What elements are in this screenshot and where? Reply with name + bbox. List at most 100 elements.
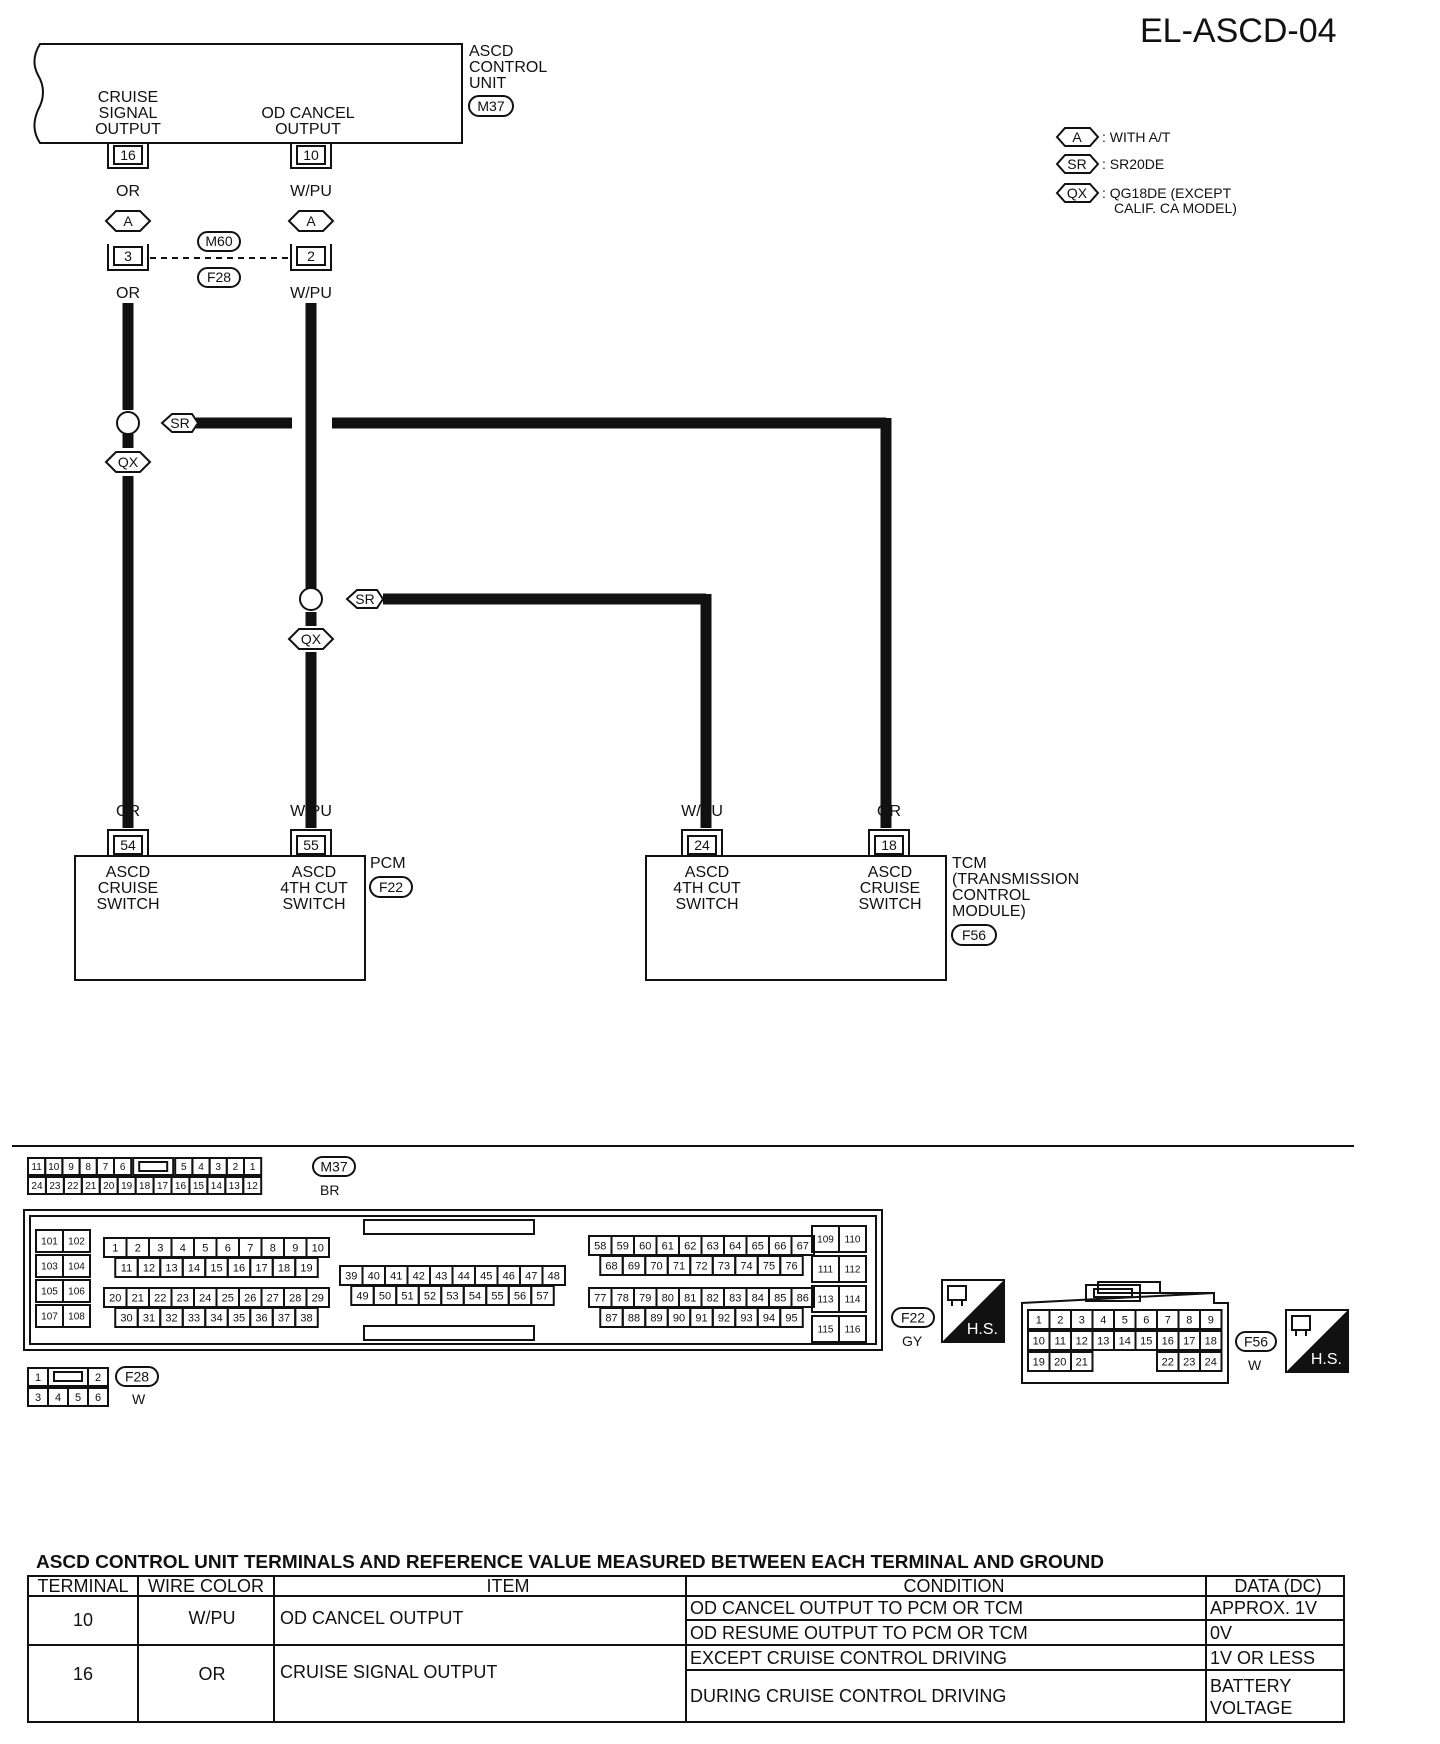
- f56-color: W: [1248, 1357, 1262, 1373]
- f22-pin-36-label: 36: [255, 1312, 267, 1324]
- m37-pin-12-label: 12: [247, 1181, 259, 1192]
- row-2-wire-color: OR: [199, 1664, 226, 1684]
- f56-pin-18-label: 18: [1205, 1335, 1217, 1347]
- joint-connector: 3 2 M60 F28: [107, 231, 332, 288]
- f56-pin-19-label: 19: [1033, 1356, 1045, 1368]
- branch-right-sr: SR: [355, 591, 374, 607]
- f22-pin-25-label: 25: [222, 1292, 234, 1304]
- page-title: EL-ASCD-04: [1140, 12, 1337, 50]
- legend-item-sr: SR : SR20DE: [1055, 154, 1164, 174]
- f22-pin-105-label: 105: [41, 1287, 58, 1298]
- f22-pin-27-label: 27: [267, 1292, 279, 1304]
- f22-pin-34-label: 34: [210, 1312, 222, 1324]
- ascd-control-unit: ASCD CONTROL UNIT M37 CRUISE SIGNAL OUTP…: [33, 43, 547, 144]
- f22-pin-63-label: 63: [707, 1240, 719, 1252]
- branch-left: SR QX: [104, 411, 200, 473]
- f22-pin-24-label: 24: [199, 1292, 211, 1304]
- legend-code-a: A: [1072, 129, 1082, 145]
- table-header-data: DATA (DC): [1234, 1576, 1321, 1596]
- f22-pin-9-label: 9: [292, 1242, 298, 1254]
- pcm-connector-code: F22: [379, 879, 403, 895]
- m37-pin-3-label: 3: [215, 1162, 221, 1173]
- f22-pin-108-label: 108: [68, 1312, 85, 1323]
- f56-pin-9-label: 9: [1208, 1314, 1214, 1326]
- f56-pin-4-label: 4: [1100, 1314, 1106, 1326]
- f22-pin-109-label: 109: [817, 1235, 834, 1246]
- tcm-pin-24-label-2: 4TH CUT: [673, 880, 741, 897]
- f22-pin-32-label: 32: [165, 1312, 177, 1324]
- m37-pin-15-label: 15: [193, 1181, 205, 1192]
- f22-pin-35-label: 35: [233, 1312, 245, 1324]
- f28-code: [115, 1366, 159, 1387]
- f22-pin-77-label: 77: [594, 1292, 606, 1304]
- m37-pin-9-label: 9: [68, 1162, 74, 1173]
- joint-connector-bottom: F28: [207, 269, 231, 285]
- f22-pin-52-label: 52: [424, 1290, 436, 1302]
- f22-pin-19-label: 19: [300, 1262, 312, 1274]
- f22-pin-45-label: 45: [480, 1270, 492, 1282]
- f56-pin-13-label: 13: [1097, 1335, 1109, 1347]
- f22-pin-76-label: 76: [785, 1260, 797, 1272]
- m37-pin-24-label: 24: [31, 1181, 43, 1192]
- f28-pin-2-label: 2: [95, 1372, 101, 1384]
- f56-code-label: F56: [1244, 1334, 1268, 1350]
- f22-pin-81-label: 81: [684, 1292, 696, 1304]
- f56-pin-2-label: 2: [1057, 1314, 1063, 1326]
- f22-pin-115-label: 115: [818, 1325, 834, 1336]
- legend: A : WITH A/T SR : SR20DE QX : QG18DE (EX…: [1055, 127, 1237, 216]
- tcm-pin-24-number: 24: [694, 837, 710, 853]
- ascd-terminal-10: 10: [290, 143, 332, 169]
- wires: [122, 303, 892, 828]
- f22-housing: [23, 1209, 883, 1351]
- branch-left-qx: QX: [118, 454, 139, 470]
- f22-pin-55-label: 55: [491, 1290, 503, 1302]
- f22-housing-inner: [29, 1215, 877, 1345]
- branch-right-qx: QX: [301, 631, 322, 647]
- f22-pin-69-label: 69: [628, 1260, 640, 1272]
- pcm-pin-54-label-2: CRUISE: [98, 880, 158, 897]
- f22-pin-44-label: 44: [458, 1270, 470, 1282]
- f22-pin-58-label: 58: [594, 1240, 606, 1252]
- f22-pin-70-label: 70: [650, 1260, 662, 1272]
- option-a-right-code: A: [306, 213, 316, 229]
- f22-pin-8-label: 8: [270, 1242, 276, 1254]
- f28-pin-3-label: 3: [35, 1392, 41, 1404]
- f56-pin-22-label: 22: [1162, 1356, 1174, 1368]
- legend-code-qx: QX: [1067, 185, 1088, 201]
- m37-pin-16-label: 16: [175, 1181, 187, 1192]
- f22-pin-22-label: 22: [154, 1292, 166, 1304]
- f56-pin-21-label: 21: [1076, 1356, 1088, 1368]
- f22-pin-82-label: 82: [707, 1292, 719, 1304]
- m37-pin-17-label: 17: [157, 1181, 169, 1192]
- joint-pin-left: 3: [124, 248, 132, 264]
- f22-pin-40-label: 40: [368, 1270, 380, 1282]
- m37-code-label: M37: [320, 1159, 347, 1175]
- m37-pin-18-label: 18: [139, 1181, 151, 1192]
- row-2-data-2a: BATTERY: [1210, 1676, 1291, 1696]
- m37-pin-7-label: 7: [103, 1162, 109, 1173]
- f22-pin-31-label: 31: [143, 1312, 155, 1324]
- f22-pin-2-label: 2: [135, 1242, 141, 1254]
- row-1-condition-2: OD RESUME OUTPUT TO PCM OR TCM: [690, 1623, 1028, 1643]
- f56-pin-5-label: 5: [1122, 1314, 1128, 1326]
- f22-key-bottom: [363, 1325, 535, 1341]
- f22-pin-20-label: 20: [109, 1292, 121, 1304]
- tcm-pin-18-number: 18: [881, 837, 897, 853]
- ascd-pin-10-label-1: OD CANCEL: [261, 105, 354, 122]
- f22-key-top: [363, 1219, 535, 1235]
- f56-lock-slot: [1093, 1288, 1133, 1298]
- f22-pin-4-label: 4: [180, 1242, 186, 1254]
- tcm-pin-18-label-1: ASCD: [868, 864, 912, 881]
- pcm-unit: 54 55 ASCD CRUISE SWITCH ASCD 4TH CUT SW…: [74, 829, 413, 981]
- f22-code-label: F22: [901, 1310, 925, 1326]
- table-header-condition: CONDITION: [904, 1576, 1005, 1596]
- f22-pin-16-label: 16: [233, 1262, 245, 1274]
- ascd-pin-16-label-3: OUTPUT: [95, 121, 161, 138]
- row-1-condition-1: OD CANCEL OUTPUT TO PCM OR TCM: [690, 1598, 1023, 1618]
- terminal-table: ASCD CONTROL UNIT TERMINALS AND REFERENC…: [27, 1552, 1345, 1723]
- f56-hs-icon-glyph: [1291, 1315, 1311, 1331]
- f22-pin-13-label: 13: [165, 1262, 177, 1274]
- f22-pin-50-label: 50: [379, 1290, 391, 1302]
- f22-pin-54-label: 54: [469, 1290, 481, 1302]
